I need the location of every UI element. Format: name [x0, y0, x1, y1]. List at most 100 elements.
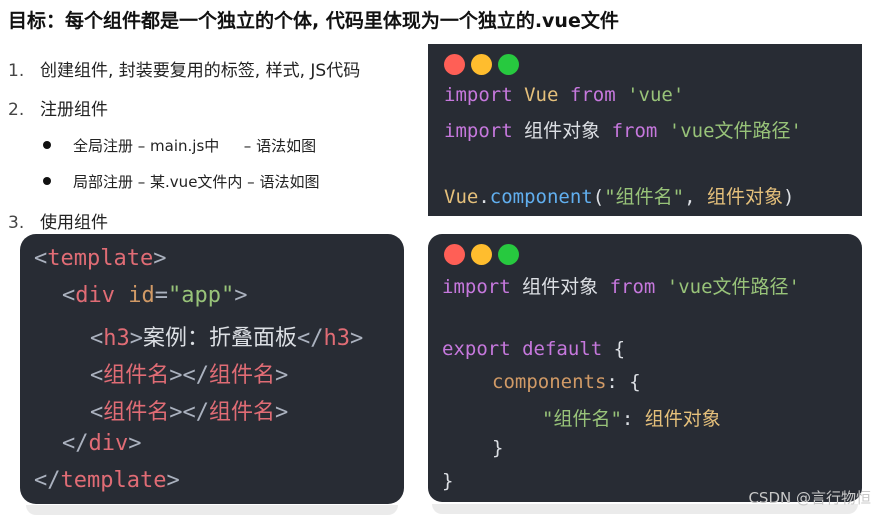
code-punct: :	[621, 408, 634, 430]
code-line: <div id="app">	[62, 283, 247, 308]
code-punct: >	[129, 326, 143, 351]
code-line: import 组件对象 from 'vue文件路径'	[442, 272, 800, 299]
sub-item-text: 全局注册 – main.js中 – 语法如图	[73, 137, 317, 155]
code-punct: ></	[169, 400, 210, 425]
code-punct: >	[166, 468, 180, 493]
code-line: import Vue from 'vue'	[444, 84, 684, 106]
code-punct: <	[90, 326, 104, 351]
code-punct: {	[613, 338, 626, 360]
code-punct: <	[62, 283, 76, 308]
code-tag: 组件名	[103, 400, 170, 425]
code-punct: <	[90, 400, 104, 425]
code-line: import 组件对象 from 'vue文件路径'	[444, 116, 802, 143]
code-punct: >	[275, 400, 289, 425]
step-text: 创建组件, 封装要复用的标签, 样式, JS代码	[40, 61, 361, 81]
code-line: export default {	[442, 338, 625, 360]
code-keyword: from	[609, 276, 656, 298]
code-identifier: Vue	[524, 84, 559, 106]
close-dot-icon	[444, 54, 465, 75]
code-string: 'vue文件路径'	[668, 120, 802, 142]
code-tag: h3	[103, 326, 130, 351]
code-string: 'vue'	[627, 84, 685, 106]
code-punct: >	[153, 246, 167, 271]
code-keyword: export default	[442, 338, 603, 360]
code-punct: .	[478, 186, 490, 208]
panel-shadow	[26, 505, 398, 515]
code-punct: ,	[684, 186, 707, 208]
code-line: <组件名></组件名>	[90, 394, 288, 426]
code-punct: =	[154, 283, 168, 308]
code-punct: {	[629, 371, 641, 393]
code-identifier: 组件对象	[522, 276, 599, 298]
code-tag: h3	[323, 326, 351, 351]
step-number: 2.	[8, 100, 25, 120]
step-2: 2. 注册组件	[8, 95, 108, 120]
code-line: }	[442, 470, 453, 492]
code-punct: )	[782, 186, 795, 208]
code-punct: </	[62, 431, 89, 456]
code-line: </template>	[34, 468, 180, 493]
bullet-icon	[43, 140, 51, 149]
sub-item-global: 全局注册 – main.js中 – 语法如图	[43, 135, 316, 156]
code-punct: </	[297, 326, 324, 351]
code-punct: <	[90, 363, 104, 388]
step-text: 使用组件	[40, 213, 108, 233]
local-register-code-panel: import 组件对象 from 'vue文件路径' export defaul…	[428, 234, 862, 502]
bullet-icon	[43, 176, 51, 185]
code-identifier: 组件对象	[644, 408, 721, 430]
minimize-dot-icon	[471, 54, 492, 75]
code-tag: template	[47, 246, 154, 271]
code-punct: :	[606, 371, 618, 393]
code-keyword: import	[444, 84, 513, 106]
code-line: <组件名></组件名>	[90, 357, 288, 389]
code-keyword: import	[444, 120, 513, 142]
step-text: 注册组件	[40, 100, 108, 120]
close-dot-icon	[444, 244, 465, 265]
code-tag: div	[75, 283, 115, 308]
code-keyword: from	[611, 120, 658, 142]
code-line: <template>	[34, 246, 166, 271]
code-string: 'vue文件路径'	[666, 276, 800, 298]
code-attr: id	[128, 283, 155, 308]
step-number: 3.	[8, 213, 25, 233]
code-punct: >	[350, 326, 364, 351]
code-tag: 组件名	[209, 363, 276, 388]
code-punct: }	[492, 437, 504, 459]
watermark: CSDN @言行物恒	[748, 489, 871, 507]
code-punct: <	[34, 246, 48, 271]
maximize-dot-icon	[498, 244, 519, 265]
code-tag: div	[88, 431, 129, 456]
code-line: "组件名": 组件对象	[542, 404, 721, 431]
code-function: component	[489, 186, 593, 208]
code-punct: ></	[169, 363, 210, 388]
code-keyword: import	[442, 276, 511, 298]
code-string: "组件名"	[604, 186, 685, 208]
code-keyword: from	[569, 84, 616, 106]
code-identifier: 组件对象	[524, 120, 601, 142]
code-string: "app"	[168, 283, 235, 308]
page-title: 目标：每个组件都是一个独立的个体, 代码里体现为一个独立的.vue文件	[8, 10, 619, 32]
code-tag: template	[60, 468, 167, 493]
window-controls	[444, 244, 525, 269]
code-punct: (	[592, 186, 605, 208]
sub-item-local: 局部注册 – 某.vue文件内 – 语法如图	[43, 171, 319, 192]
step-3: 3. 使用组件	[8, 208, 108, 233]
global-register-code-panel: import Vue from 'vue' import 组件对象 from '…	[428, 44, 862, 216]
panel-shadow	[432, 504, 858, 514]
code-line: <h3>案例：折叠面板</h3>	[90, 320, 363, 352]
code-identifier: Vue	[444, 186, 479, 208]
step-1: 1.创建组件, 封装要复用的标签, 样式, JS代码	[8, 56, 360, 81]
template-code-panel: <template> <div id="app"> <h3>案例：折叠面板</h…	[20, 234, 404, 504]
window-controls	[444, 54, 525, 79]
code-tag: 组件名	[209, 400, 276, 425]
code-property: components	[492, 371, 607, 393]
code-punct: >	[275, 363, 289, 388]
code-punct: }	[442, 470, 454, 492]
code-punct: </	[34, 468, 61, 493]
minimize-dot-icon	[471, 244, 492, 265]
code-identifier: 组件对象	[706, 186, 783, 208]
maximize-dot-icon	[498, 54, 519, 75]
code-punct: >	[128, 431, 142, 456]
code-tag: 组件名	[103, 363, 170, 388]
code-punct: >	[234, 283, 248, 308]
